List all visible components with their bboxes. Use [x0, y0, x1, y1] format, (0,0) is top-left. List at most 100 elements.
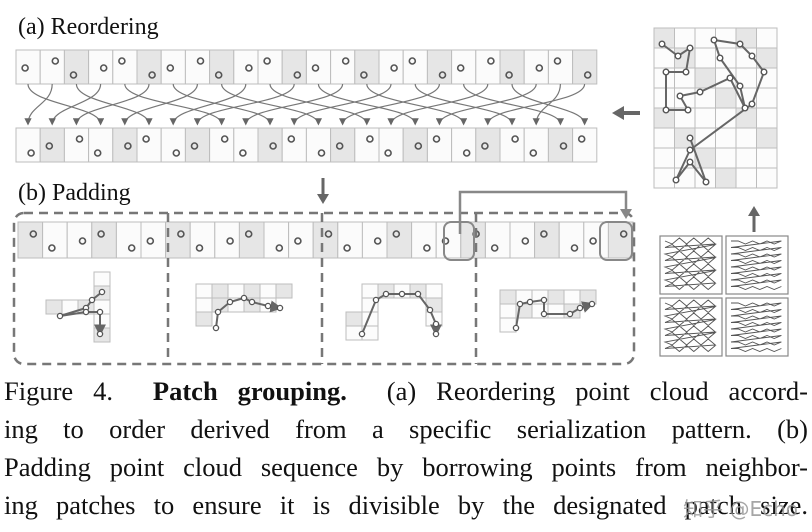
point-marker: [570, 244, 579, 252]
point-marker: [118, 57, 126, 65]
reorder-arrow: [484, 83, 586, 126]
grid-cell: [451, 127, 477, 163]
figure-caption: Figure 4. Patch grouping. (a) Reordering…: [4, 372, 808, 524]
grid-cell: [756, 107, 778, 129]
point-marker: [93, 149, 102, 157]
grid-cell: [259, 283, 277, 299]
grid-cell: [572, 49, 598, 85]
point-marker: [373, 237, 382, 245]
point-marker: [481, 142, 489, 150]
point-marker: [343, 244, 351, 252]
point-marker: [398, 290, 406, 298]
point-marker: [432, 330, 440, 338]
point-marker: [248, 298, 256, 306]
point-marker: [662, 68, 670, 76]
reorder-target-row: [15, 127, 598, 163]
point-marker: [423, 244, 431, 252]
point-marker: [220, 135, 229, 143]
point-marker: [96, 308, 104, 316]
reorder-arrow: [75, 83, 153, 126]
point-marker: [69, 71, 78, 79]
point-marker: [245, 64, 253, 72]
grid-cell: [165, 221, 191, 259]
up-arrow: [748, 206, 760, 232]
grid-cell: [547, 289, 565, 305]
grid-cell: [42, 221, 68, 259]
grid-cell: [93, 271, 111, 287]
reorder-arrow: [435, 83, 537, 126]
reorder-arrow: [387, 83, 489, 126]
point-marker: [214, 71, 223, 79]
grid-cell: [756, 167, 778, 189]
point-marker: [244, 230, 253, 238]
point-marker: [293, 71, 302, 79]
grid-cell: [547, 303, 565, 319]
point-marker: [553, 57, 562, 65]
grid-cell: [653, 87, 675, 109]
point-marker: [195, 244, 204, 252]
point-marker: [196, 57, 205, 65]
point-marker: [716, 54, 724, 62]
point-marker: [710, 36, 718, 44]
grid-cell: [263, 221, 290, 259]
point-marker: [372, 296, 380, 304]
point-marker: [686, 44, 694, 52]
thumbnail-curve: [730, 302, 782, 352]
point-marker: [287, 135, 296, 143]
reorder-arrow: [193, 83, 295, 126]
point-marker: [432, 320, 440, 328]
point-marker: [226, 237, 234, 245]
left-arrow: [612, 106, 640, 120]
point-marker: [516, 300, 524, 308]
reorder-arrow: [414, 83, 516, 126]
point-marker: [686, 158, 694, 166]
grid-cell: [558, 221, 585, 259]
point-marker: [726, 74, 734, 82]
grid-cell: [136, 127, 162, 163]
caption-line1: (a) Reordering point cloud accord-: [386, 376, 808, 406]
padding-patch-paths: [45, 271, 597, 343]
grid-cell: [499, 127, 525, 163]
point-marker: [441, 237, 450, 245]
panel-b-label: (b) Padding: [18, 180, 131, 206]
point-marker: [382, 290, 390, 298]
grid-cell: [330, 49, 356, 85]
point-marker: [264, 302, 272, 310]
point-marker: [521, 237, 530, 245]
point-marker: [48, 244, 56, 252]
grid-cell: [88, 127, 114, 163]
grid-cell: [694, 47, 716, 69]
grid-cell: [115, 221, 142, 259]
point-marker: [124, 142, 132, 150]
caption-line4: ing patches to ensure it is divisible by…: [4, 490, 808, 520]
grid-cell: [475, 49, 501, 85]
point-marker: [414, 142, 423, 150]
grid-cell: [15, 127, 41, 163]
point-marker: [576, 304, 584, 312]
grid-cell: [653, 127, 675, 149]
point-marker: [324, 230, 333, 238]
point-marker: [358, 330, 366, 338]
grid-cell: [572, 127, 598, 163]
watermark: 知乎 @Echo: [683, 497, 798, 521]
point-marker: [142, 135, 150, 143]
reorder-arrow: [121, 83, 198, 126]
grid-cell: [209, 127, 235, 163]
point-marker: [760, 68, 768, 76]
point-marker: [294, 237, 302, 245]
grid-cell: [523, 127, 549, 163]
padding-row: [17, 221, 634, 259]
reorder-arrow: [172, 83, 274, 126]
point-marker: [96, 330, 104, 338]
grid-cell: [17, 221, 44, 259]
point-marker: [566, 310, 574, 318]
grid-cell: [694, 107, 716, 129]
grid-cell: [211, 283, 229, 299]
grid-cell: [378, 127, 404, 163]
grid-cell: [563, 289, 581, 305]
grid-cell: [411, 221, 437, 259]
point-marker: [166, 64, 175, 72]
borrow-arrow: [443, 190, 633, 261]
point-marker: [88, 296, 96, 304]
point-marker: [275, 244, 284, 252]
